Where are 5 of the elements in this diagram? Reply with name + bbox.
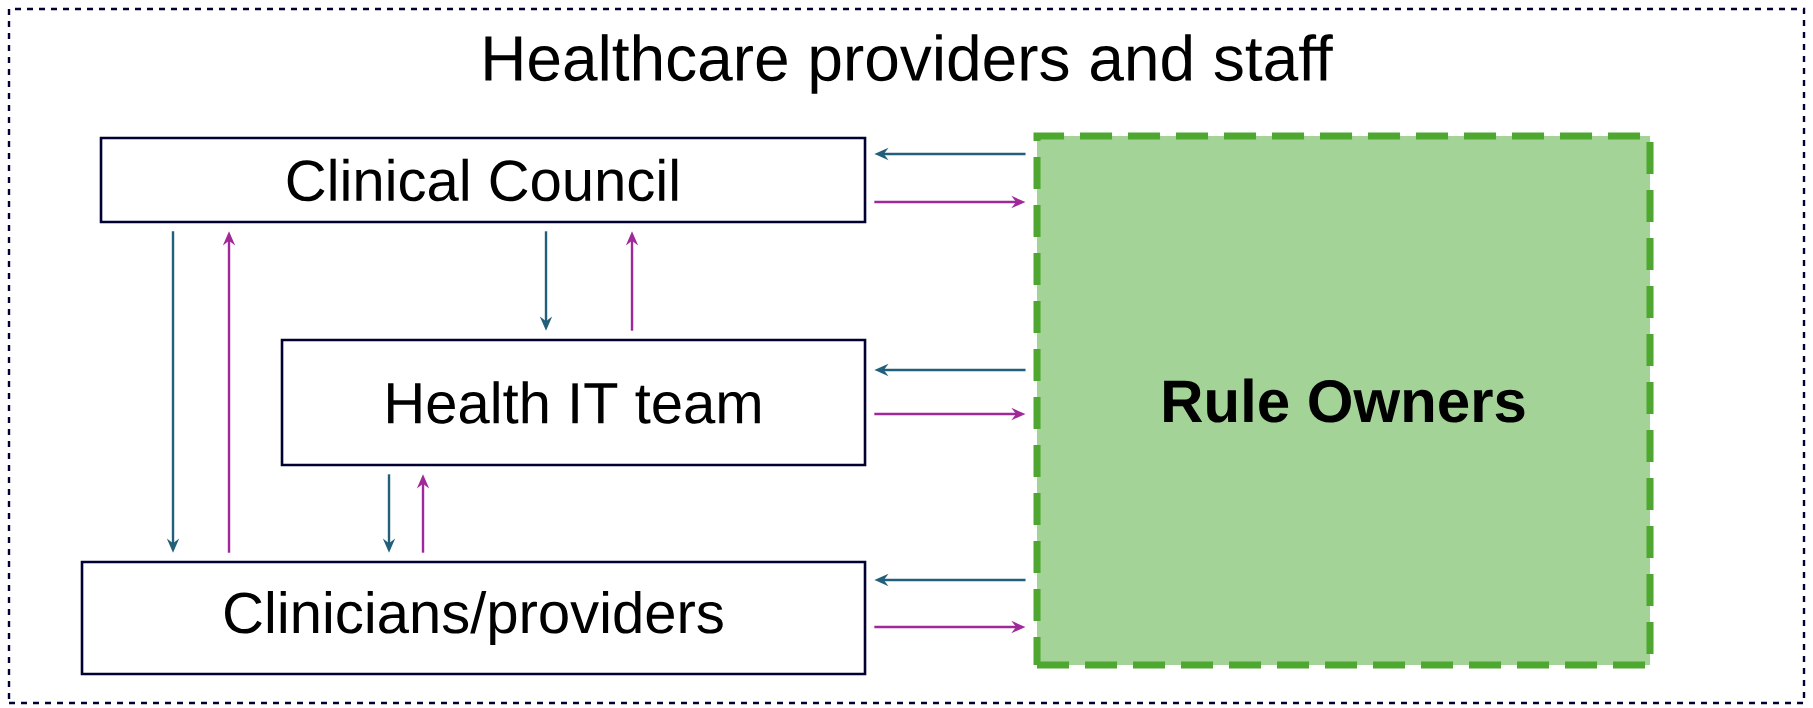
process-box: Clinical Council (99, 136, 867, 224)
title: Healthcare providers and staff (485, 34, 1333, 94)
owner-box: Rule Owners (1033, 132, 1654, 669)
process-box: Health IT team (280, 338, 867, 467)
process-box: Clinicians/providers (80, 560, 867, 676)
